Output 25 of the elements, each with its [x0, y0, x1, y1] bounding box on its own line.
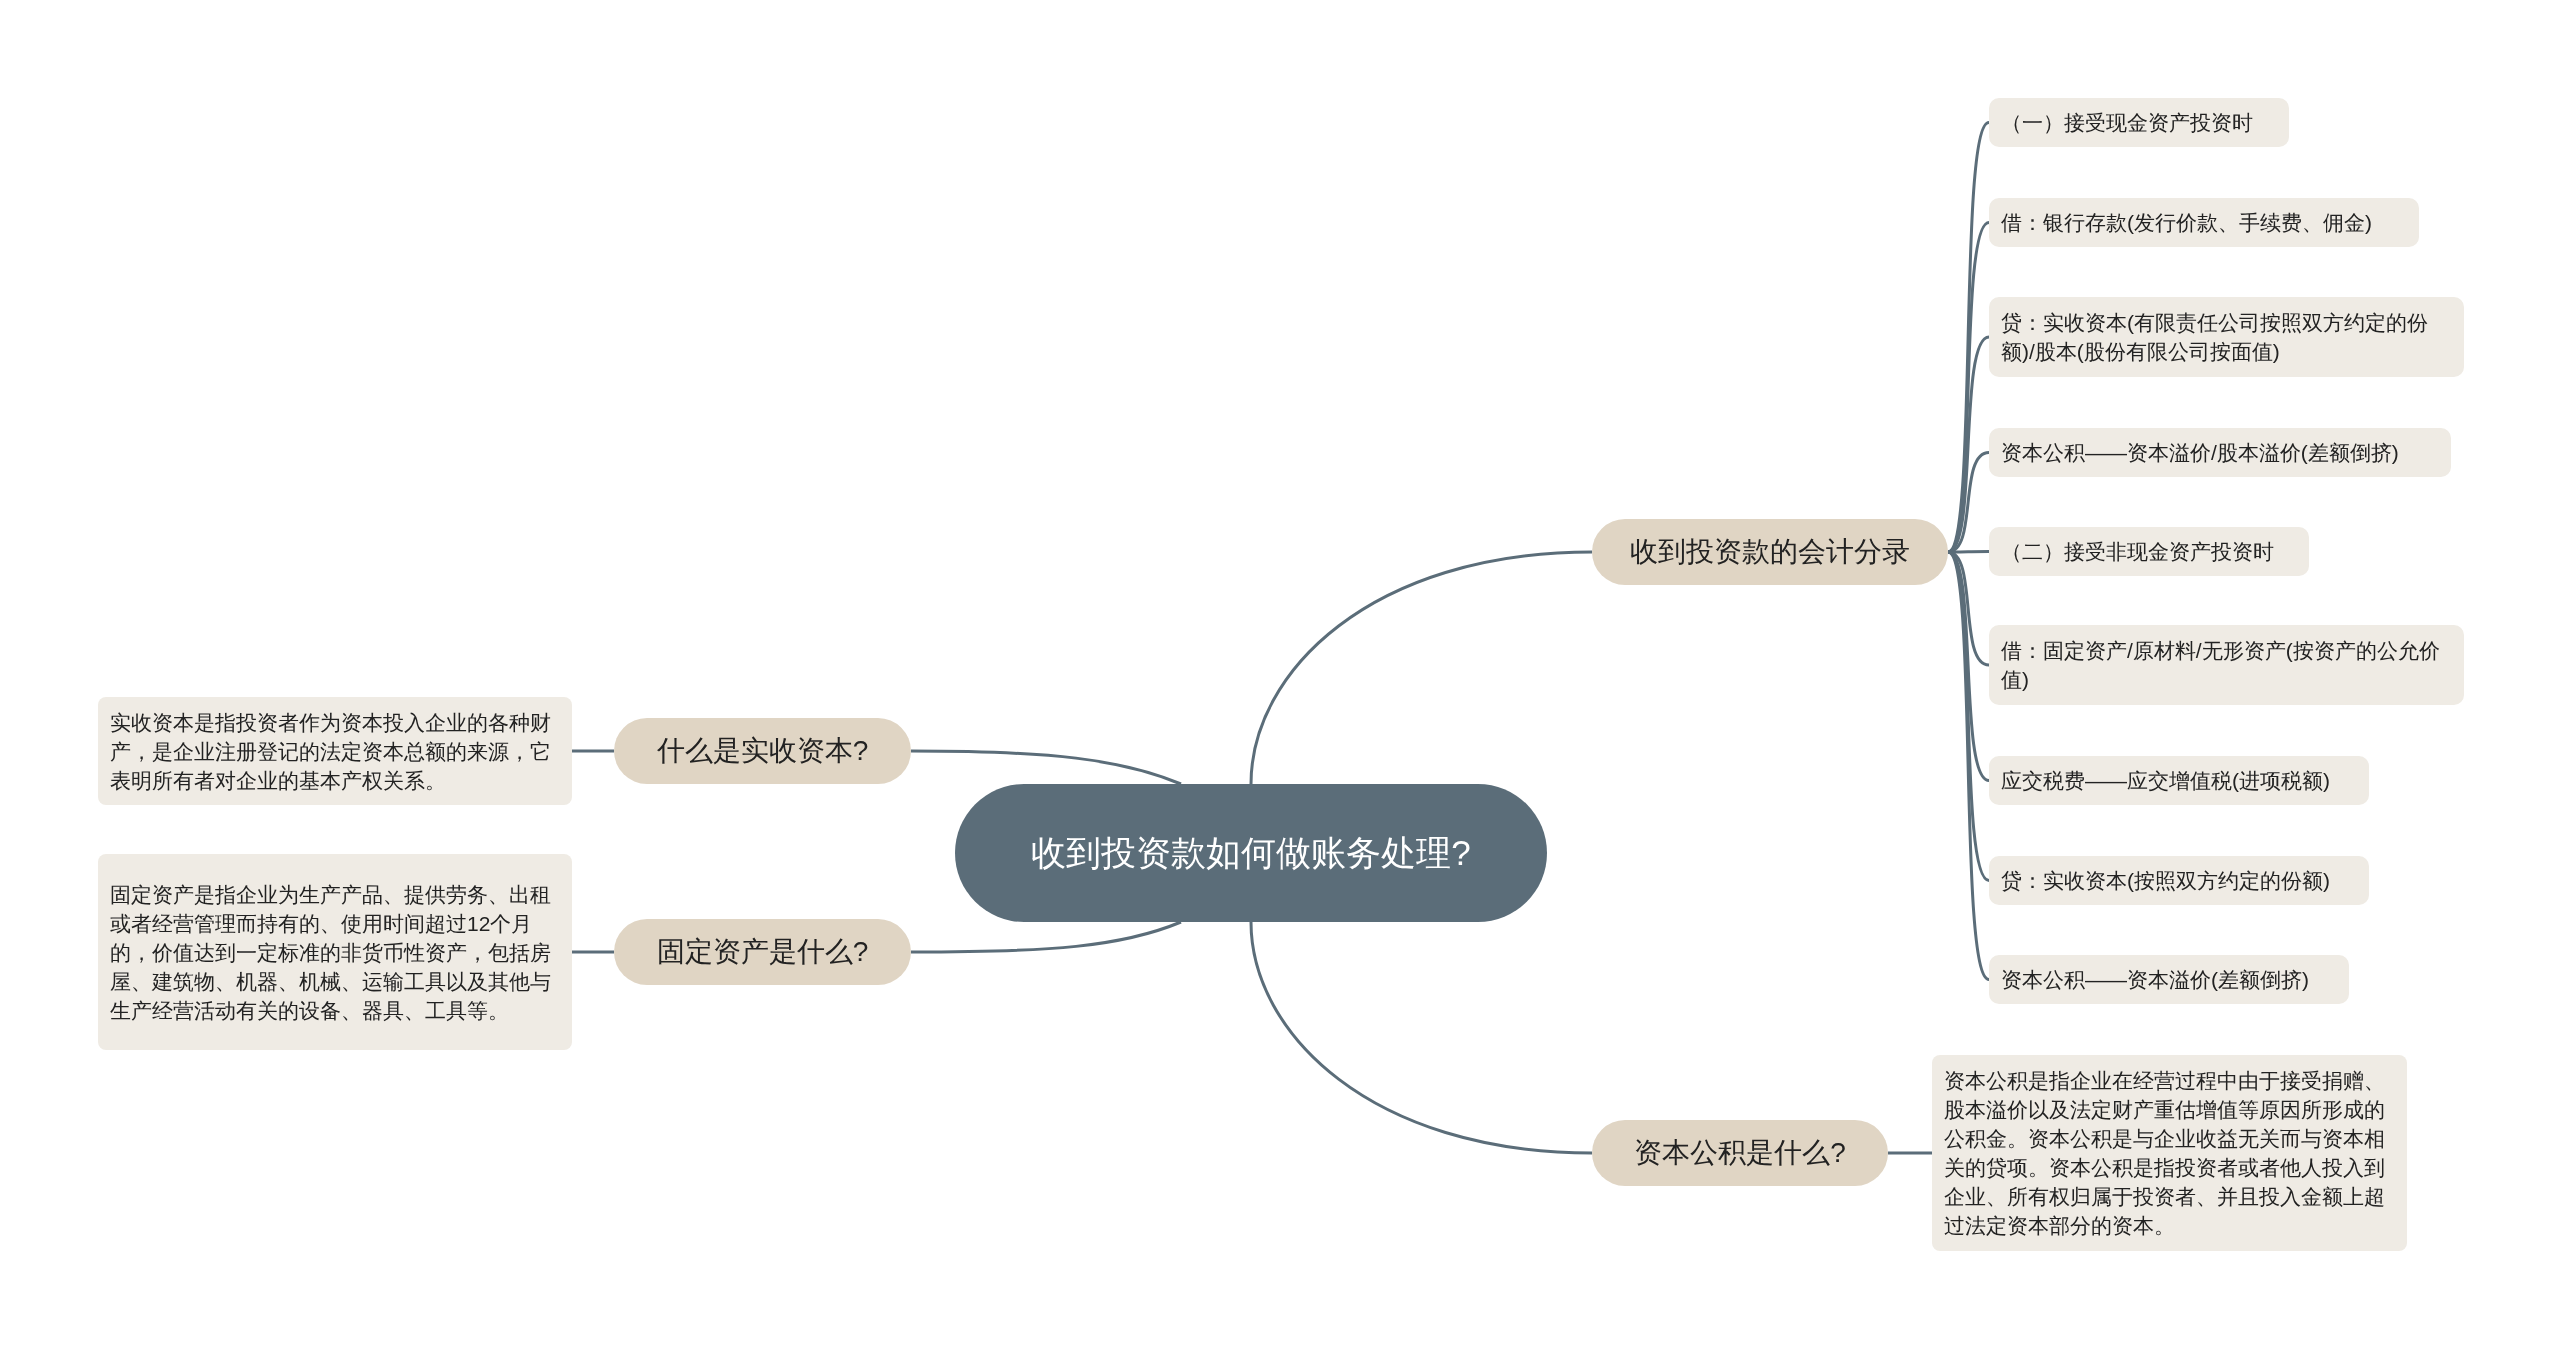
connector-line	[1946, 551, 1991, 981]
subtopic-box: 资本公积——资本溢价(差额倒挤)	[1989, 955, 2349, 1004]
subtopic-box: 借：固定资产/原材料/无形资产(按资产的公允价值)	[1989, 625, 2464, 705]
connector-line	[572, 950, 614, 954]
connector-line	[572, 749, 614, 753]
subtopic-box: 借：银行存款(发行价款、手续费、佣金)	[1989, 198, 2419, 247]
connector-line	[1249, 550, 1593, 785]
connector-line	[911, 749, 1182, 786]
subtopic-box: 贷：实收资本(按照双方约定的份额)	[1989, 856, 2369, 905]
subtopic-box: （二）接受非现金资产投资时	[1989, 527, 2309, 576]
topic-box: 收到投资款的会计分录	[1592, 519, 1948, 585]
subtopic-box: （一）接受现金资产投资时	[1989, 98, 2289, 147]
topic-box: 固定资产是什么?	[614, 919, 911, 985]
central-topic: 收到投资款如何做账务处理?	[955, 784, 1547, 922]
subtopic-box: 资本公积——资本溢价/股本溢价(差额倒挤)	[1989, 428, 2451, 477]
note-box: 资本公积是指企业在经营过程中由于接受捐赠、股本溢价以及法定财产重估增值等原因所形成的公积金。资本公积是与企业收益无关而与资本相关的贷项。资本公积是指投资者或者他人投入到企业、所有权归属于投资者、并且投入金额上超过法定资本部分的资本。	[1932, 1055, 2407, 1251]
note-box: 实收资本是指投资者作为资本投入企业的各种财产，是企业注册登记的法定资本总额的来源，它表明所有者对企业的基本产权关系。	[98, 697, 572, 805]
connector-line	[1888, 1151, 1932, 1155]
subtopic-box: 贷：实收资本(有限责任公司按照双方约定的份额)/股本(股份有限公司按面值)	[1989, 297, 2464, 377]
connector-line	[1249, 921, 1593, 1155]
connector-line	[911, 920, 1182, 954]
topic-box: 什么是实收资本?	[614, 718, 911, 784]
note-box: 固定资产是指企业为生产产品、提供劳务、出租或者经营管理而持有的、使用时间超过12个月的，价值达到一定标准的非货币性资产，包括房屋、建筑物、机器、机械、运输工具以及其他与生产经营活动有关的设备、器具、工具等。	[98, 854, 572, 1050]
subtopic-box: 应交税费——应交增值税(进项税额)	[1989, 756, 2369, 805]
topic-box: 资本公积是什么?	[1592, 1120, 1888, 1186]
